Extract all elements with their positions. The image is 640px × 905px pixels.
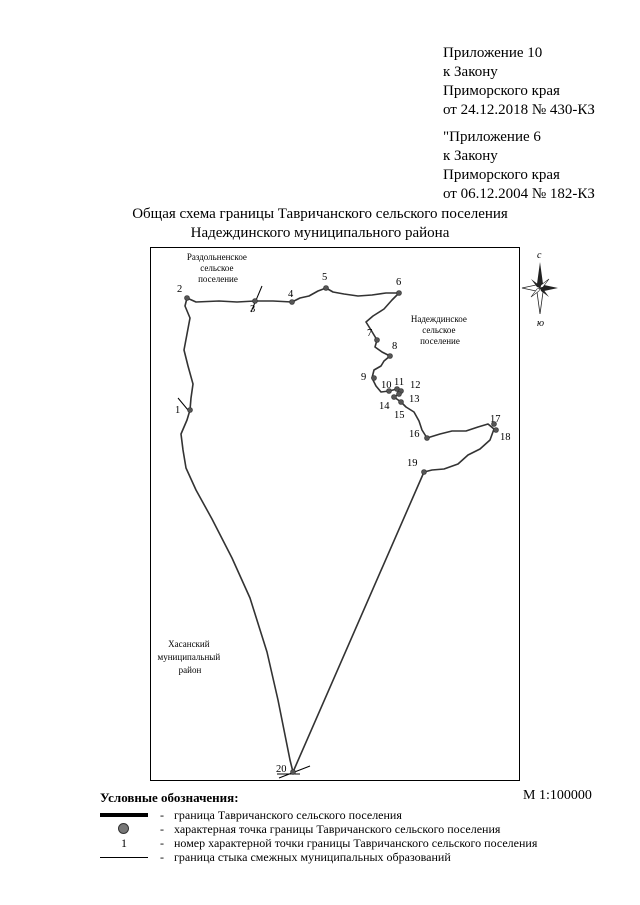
point-label-16: 16 [409, 429, 420, 440]
appendix-header-original: "Приложение 6 к Закону Приморского края … [443, 128, 595, 204]
boundary-point [187, 407, 193, 413]
legend-symbol: 1 [100, 836, 148, 850]
boundary-point [184, 295, 190, 301]
compass-north: с [537, 250, 542, 261]
legend-dash: - [160, 850, 164, 864]
point-label-18: 18 [500, 432, 511, 443]
boundary-point [391, 394, 397, 400]
point-label-13: 13 [409, 394, 420, 405]
appendix-header-current: Приложение 10 к Закону Приморского края … [443, 44, 595, 120]
point-label-10: 10 [381, 380, 392, 391]
boundary-point [289, 299, 295, 305]
map-title-line-1: Общая схема границы Тавричанского сельск… [132, 206, 508, 222]
boundary-point [396, 391, 402, 397]
compass-rose-icon: с ю [521, 250, 558, 329]
appendix-line: Приложение 10 [443, 45, 543, 61]
boundary-point [398, 399, 404, 405]
point-label-2: 2 [177, 284, 182, 295]
legend-symbol [100, 822, 148, 836]
legend-desc: граница Тавричанского сельского поселени… [174, 808, 402, 822]
boundary-points [184, 285, 499, 775]
region-label-nadezhdinskoe: Надеждинское сельское поселение [411, 314, 469, 346]
point-label-6: 6 [396, 277, 401, 288]
compass-south: ю [537, 318, 544, 329]
legend-symbol [100, 808, 148, 822]
appendix-line: Приморского края [443, 167, 560, 183]
point-label-11: 11 [394, 377, 404, 388]
point-label-14: 14 [379, 401, 390, 412]
legend-desc: номер характерной точки границы Тавричан… [174, 836, 538, 850]
legend-symbol [100, 850, 148, 864]
point-label-7: 7 [367, 328, 372, 339]
point-dot-icon [118, 823, 129, 834]
boundary-point [421, 469, 427, 475]
point-label-15: 15 [394, 410, 405, 421]
settlement-boundary [180, 287, 495, 773]
point-number-labels: 1 2 3 4 5 6 7 8 9 10 11 12 13 14 15 16 1… [175, 272, 511, 775]
boundary-point [252, 298, 258, 304]
boundary-point [396, 290, 402, 296]
legend-dash: - [160, 822, 164, 836]
boundary-point [387, 353, 393, 359]
legend-desc: характерная точка границы Тавричанского … [174, 822, 501, 836]
boundary-point [374, 337, 380, 343]
point-label-17: 17 [490, 414, 501, 425]
point-label-20: 20 [276, 764, 287, 775]
point-label-8: 8 [392, 341, 397, 352]
map-frame [150, 247, 520, 781]
region-labels: Раздольненское сельское поселение Надежд… [158, 252, 469, 675]
boundary-point [290, 769, 296, 775]
point-label-9: 9 [361, 372, 366, 383]
appendix-line: "Приложение 6 [443, 129, 541, 145]
legend-desc: граница стыка смежных муниципальных обра… [174, 850, 451, 864]
map-scale: М 1:100000 [523, 788, 592, 803]
appendix-line: Приморского края [443, 83, 560, 99]
point-label-19: 19 [407, 458, 418, 469]
point-label-1: 1 [175, 405, 180, 416]
appendix-line: к Закону [443, 64, 498, 80]
legend-dash: - [160, 836, 164, 850]
region-label-khasanskiy: Хасанский муниципальный район [158, 639, 223, 675]
appendix-line: от 24.12.2018 № 430-КЗ [443, 102, 595, 118]
legend-dash: - [160, 808, 164, 822]
appendix-line: от 06.12.2004 № 182-КЗ [443, 186, 595, 202]
legend-number-sample: 1 [121, 836, 127, 850]
point-label-12: 12 [410, 380, 421, 391]
legend-title: Условные обозначения: [100, 790, 239, 805]
boundary-point [493, 427, 499, 433]
boundary-point [491, 421, 497, 427]
point-label-4: 4 [288, 289, 294, 300]
boundary-point [424, 435, 430, 441]
boundary-point [371, 375, 377, 381]
boundary-point [386, 388, 392, 394]
point-label-5: 5 [322, 272, 327, 283]
point-label-3: 3 [250, 304, 255, 315]
region-label-razdolnenskoe: Раздольненское сельское поселение [187, 252, 249, 284]
boundary-point [323, 285, 329, 291]
map-title-line-2: Надеждинского муниципального района [190, 225, 450, 241]
junction-line [177, 397, 189, 411]
appendix-line: к Закону [443, 148, 498, 164]
